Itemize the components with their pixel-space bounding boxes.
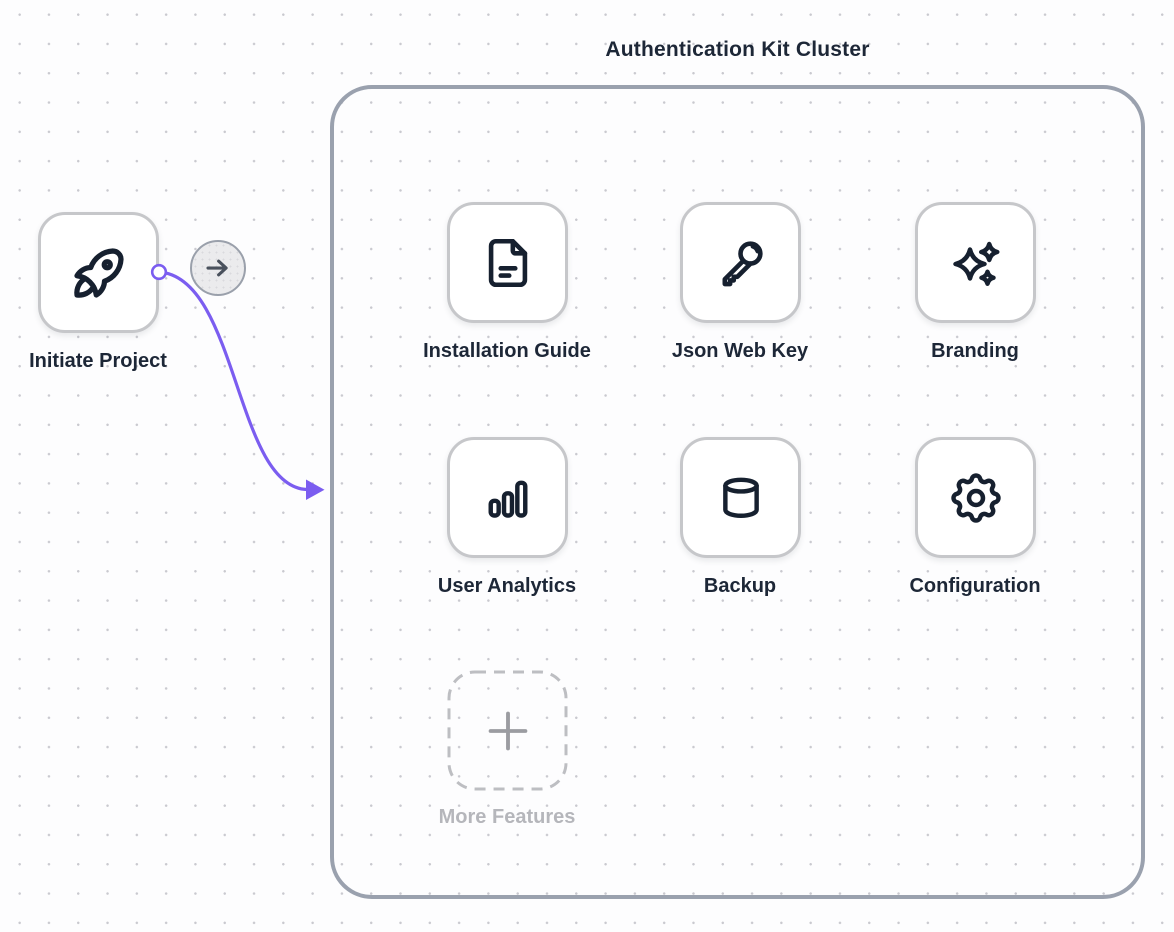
node-more-features[interactable] [447,670,568,791]
database-icon [713,470,769,526]
node-label: Configuration [909,575,1041,597]
arrow-right-icon [203,253,233,283]
node-label: Installation Guide [423,340,591,362]
node-branding[interactable] [915,202,1036,323]
node-configuration[interactable] [915,437,1036,558]
bar-chart-icon [480,470,536,526]
cluster-group-node[interactable] [330,85,1145,899]
node-label: Initiate Project [29,350,167,372]
connection-edge[interactable] [158,270,308,492]
node-user-analytics[interactable] [447,437,568,558]
node-label: More Features [438,806,576,828]
edge-arrowhead-icon [306,479,325,500]
node-label: Branding [931,340,1019,362]
node-label: Backup [703,575,777,597]
key-icon [712,234,770,292]
node-installation-guide[interactable] [447,202,568,323]
edge-action-button[interactable] [190,240,246,296]
sparkles-icon [946,233,1006,293]
document-icon [479,234,537,292]
rocket-icon [66,240,132,306]
dashed-border [447,670,568,791]
node-json-web-key[interactable] [680,202,801,323]
node-label: Json Web Key [671,340,809,362]
node-backup[interactable] [680,437,801,558]
cluster-title: Authentication Kit Cluster [605,38,870,61]
plus-icon [479,702,537,760]
node-label: User Analytics [437,575,577,597]
gear-icon [946,468,1006,528]
node-initiate-project[interactable] [38,212,159,333]
